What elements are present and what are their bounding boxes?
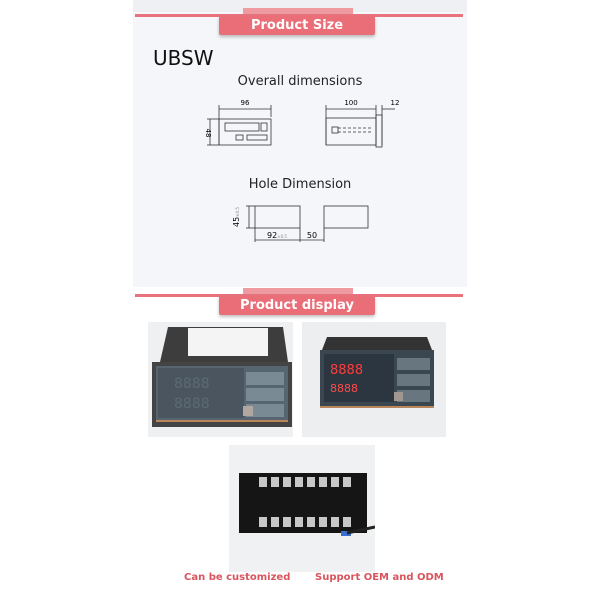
svg-text:8888: 8888	[174, 396, 210, 412]
product-photo-back	[229, 445, 375, 572]
height-label: 48	[204, 129, 212, 138]
hole-dimension-drawing: 92±0.5 50 45±0.5	[232, 205, 369, 242]
top-strip	[133, 0, 467, 12]
width-label: 96	[241, 99, 250, 107]
hole-spacing-label: 50	[307, 231, 317, 240]
hole-height-label: 45	[232, 217, 241, 227]
overall-dimensions-drawing: 96 48 100 12	[204, 99, 400, 148]
hole-height-tolerance: ±0.5	[235, 207, 240, 217]
model-name: UBSW	[153, 46, 214, 70]
bezel-label: 12	[391, 99, 400, 107]
divider-line	[135, 294, 463, 297]
overall-dimensions-title: Overall dimensions	[237, 74, 363, 89]
product-display-banner: Product display	[219, 296, 375, 315]
banner-tab	[243, 288, 353, 296]
caption-customized: Can be customized	[184, 572, 291, 583]
caption-oem-odm: Support OEM and ODM	[315, 572, 444, 583]
product-photo-lit: 8888 8888	[302, 322, 446, 437]
hole-dimension-title: Hole Dimension	[248, 177, 352, 192]
divider-line	[135, 14, 463, 17]
svg-text:8888: 8888	[174, 376, 210, 392]
product-size-banner: Product Size	[219, 16, 375, 35]
svg-text:8888: 8888	[330, 382, 358, 395]
depth-label: 100	[344, 99, 357, 107]
svg-text:92±0.5: 92±0.5	[267, 231, 287, 240]
svg-text:45±0.5: 45±0.5	[232, 207, 241, 227]
banner-tab	[243, 8, 353, 16]
hole-width-label: 92	[267, 231, 277, 240]
product-photo-front: 8888 8888	[148, 322, 293, 437]
hole-width-tolerance: ±0.5	[277, 234, 287, 239]
svg-text:8888: 8888	[330, 363, 363, 378]
